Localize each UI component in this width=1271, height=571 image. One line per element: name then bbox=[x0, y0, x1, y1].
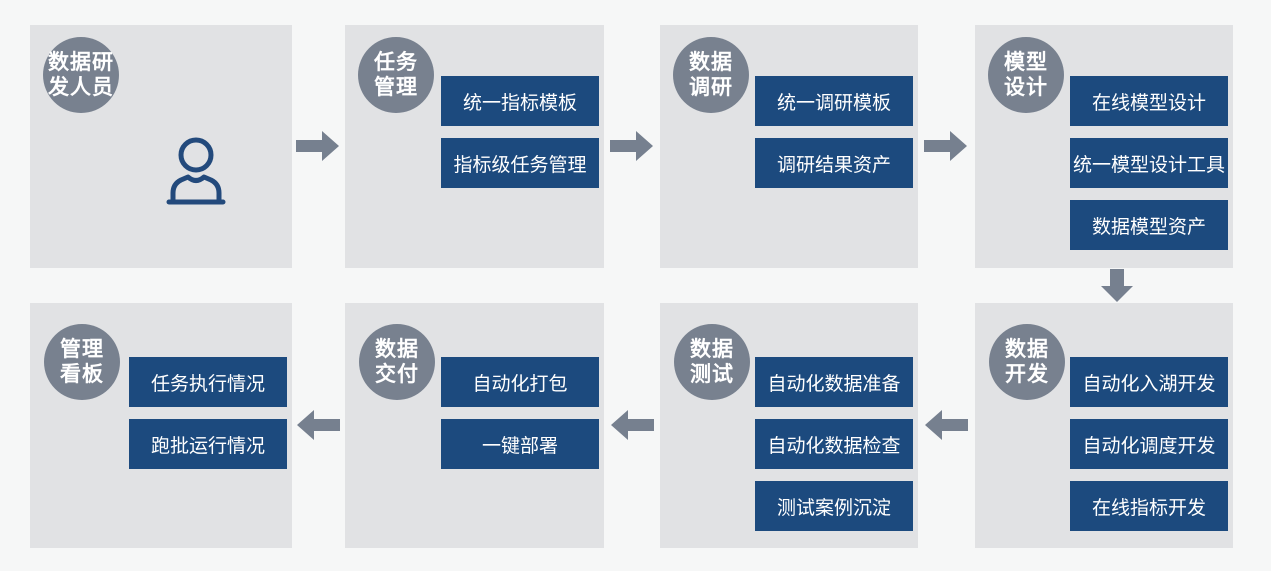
stage-badge-label: 发人员 bbox=[48, 76, 114, 99]
stage-capabilities: 统一指标模板 指标级任务管理 bbox=[441, 76, 599, 188]
user-icon bbox=[162, 135, 230, 209]
capability-item: 自动化数据准备 bbox=[755, 357, 913, 407]
stage-badge-label: 管理 bbox=[60, 338, 104, 361]
stage-badge: 数据 交付 bbox=[359, 324, 435, 400]
capability-item: 在线模型设计 bbox=[1070, 76, 1228, 126]
capability-item: 指标级任务管理 bbox=[441, 138, 599, 188]
stage-data-research: 数据 调研 统一调研模板 调研结果资产 bbox=[660, 25, 918, 268]
capability-item: 在线指标开发 bbox=[1070, 481, 1228, 531]
stage-capabilities: 统一调研模板 调研结果资产 bbox=[755, 76, 913, 188]
capability-item: 统一指标模板 bbox=[441, 76, 599, 126]
stage-badge-label: 交付 bbox=[375, 363, 419, 386]
capability-item: 统一调研模板 bbox=[755, 76, 913, 126]
stage-badge: 数据研 发人员 bbox=[43, 37, 119, 113]
arrow-right-icon bbox=[924, 130, 968, 162]
stage-badge-label: 数据 bbox=[375, 338, 419, 361]
stage-badge-label: 数据 bbox=[1005, 338, 1049, 361]
arrow-left-icon bbox=[296, 409, 340, 441]
capability-item: 统一模型设计工具 bbox=[1070, 138, 1228, 188]
capability-item: 跑批运行情况 bbox=[129, 419, 287, 469]
stage-badge: 模型 设计 bbox=[988, 37, 1064, 113]
stage-data-development: 数据 开发 自动化入湖开发 自动化调度开发 在线指标开发 bbox=[975, 303, 1233, 548]
stage-badge-label: 管理 bbox=[374, 76, 418, 99]
stage-badge-label: 设计 bbox=[1004, 76, 1048, 99]
stage-capabilities: 任务执行情况 跑批运行情况 bbox=[129, 357, 287, 469]
stage-data-testing: 数据 测试 自动化数据准备 自动化数据检查 测试案例沉淀 bbox=[660, 303, 918, 548]
capability-item: 自动化数据检查 bbox=[755, 419, 913, 469]
stage-capabilities: 在线模型设计 统一模型设计工具 数据模型资产 bbox=[1070, 76, 1228, 250]
stage-badge-label: 数据 bbox=[689, 51, 733, 74]
stage-model-design: 模型 设计 在线模型设计 统一模型设计工具 数据模型资产 bbox=[975, 25, 1233, 268]
stage-management-dashboard: 管理 看板 任务执行情况 跑批运行情况 bbox=[30, 303, 292, 548]
stage-badge-label: 看板 bbox=[60, 363, 104, 386]
stage-badge-label: 任务 bbox=[374, 51, 418, 74]
stage-capabilities: 自动化入湖开发 自动化调度开发 在线指标开发 bbox=[1070, 357, 1228, 531]
capability-item: 自动化调度开发 bbox=[1070, 419, 1228, 469]
capability-item: 数据模型资产 bbox=[1070, 200, 1228, 250]
capability-item: 一键部署 bbox=[441, 419, 599, 469]
stage-data-delivery: 数据 交付 自动化打包 一键部署 bbox=[345, 303, 604, 548]
stage-badge: 任务 管理 bbox=[358, 37, 434, 113]
arrow-left-icon bbox=[610, 409, 654, 441]
arrow-left-icon bbox=[924, 409, 968, 441]
stage-badge-label: 数据 bbox=[690, 338, 734, 361]
capability-item: 自动化打包 bbox=[441, 357, 599, 407]
arrow-right-icon bbox=[296, 130, 340, 162]
stage-badge-label: 测试 bbox=[690, 363, 734, 386]
stage-data-rd-personnel: 数据研 发人员 bbox=[30, 25, 292, 268]
capability-item: 自动化入湖开发 bbox=[1070, 357, 1228, 407]
stage-badge-label: 模型 bbox=[1004, 51, 1048, 74]
capability-item: 测试案例沉淀 bbox=[755, 481, 913, 531]
arrow-right-icon bbox=[610, 130, 654, 162]
stage-badge-label: 调研 bbox=[689, 76, 733, 99]
stage-capabilities: 自动化打包 一键部署 bbox=[441, 357, 599, 469]
stage-badge: 数据 开发 bbox=[989, 324, 1065, 400]
capability-item: 调研结果资产 bbox=[755, 138, 913, 188]
stage-task-management: 任务 管理 统一指标模板 指标级任务管理 bbox=[345, 25, 604, 268]
stage-badge: 数据 调研 bbox=[673, 37, 749, 113]
stage-badge-label: 开发 bbox=[1005, 363, 1049, 386]
arrow-down-icon bbox=[1100, 269, 1134, 303]
stage-capabilities: 自动化数据准备 自动化数据检查 测试案例沉淀 bbox=[755, 357, 913, 531]
stage-badge: 数据 测试 bbox=[674, 324, 750, 400]
capability-item: 任务执行情况 bbox=[129, 357, 287, 407]
stage-badge-label: 数据研 bbox=[48, 51, 114, 74]
stage-badge: 管理 看板 bbox=[44, 324, 120, 400]
